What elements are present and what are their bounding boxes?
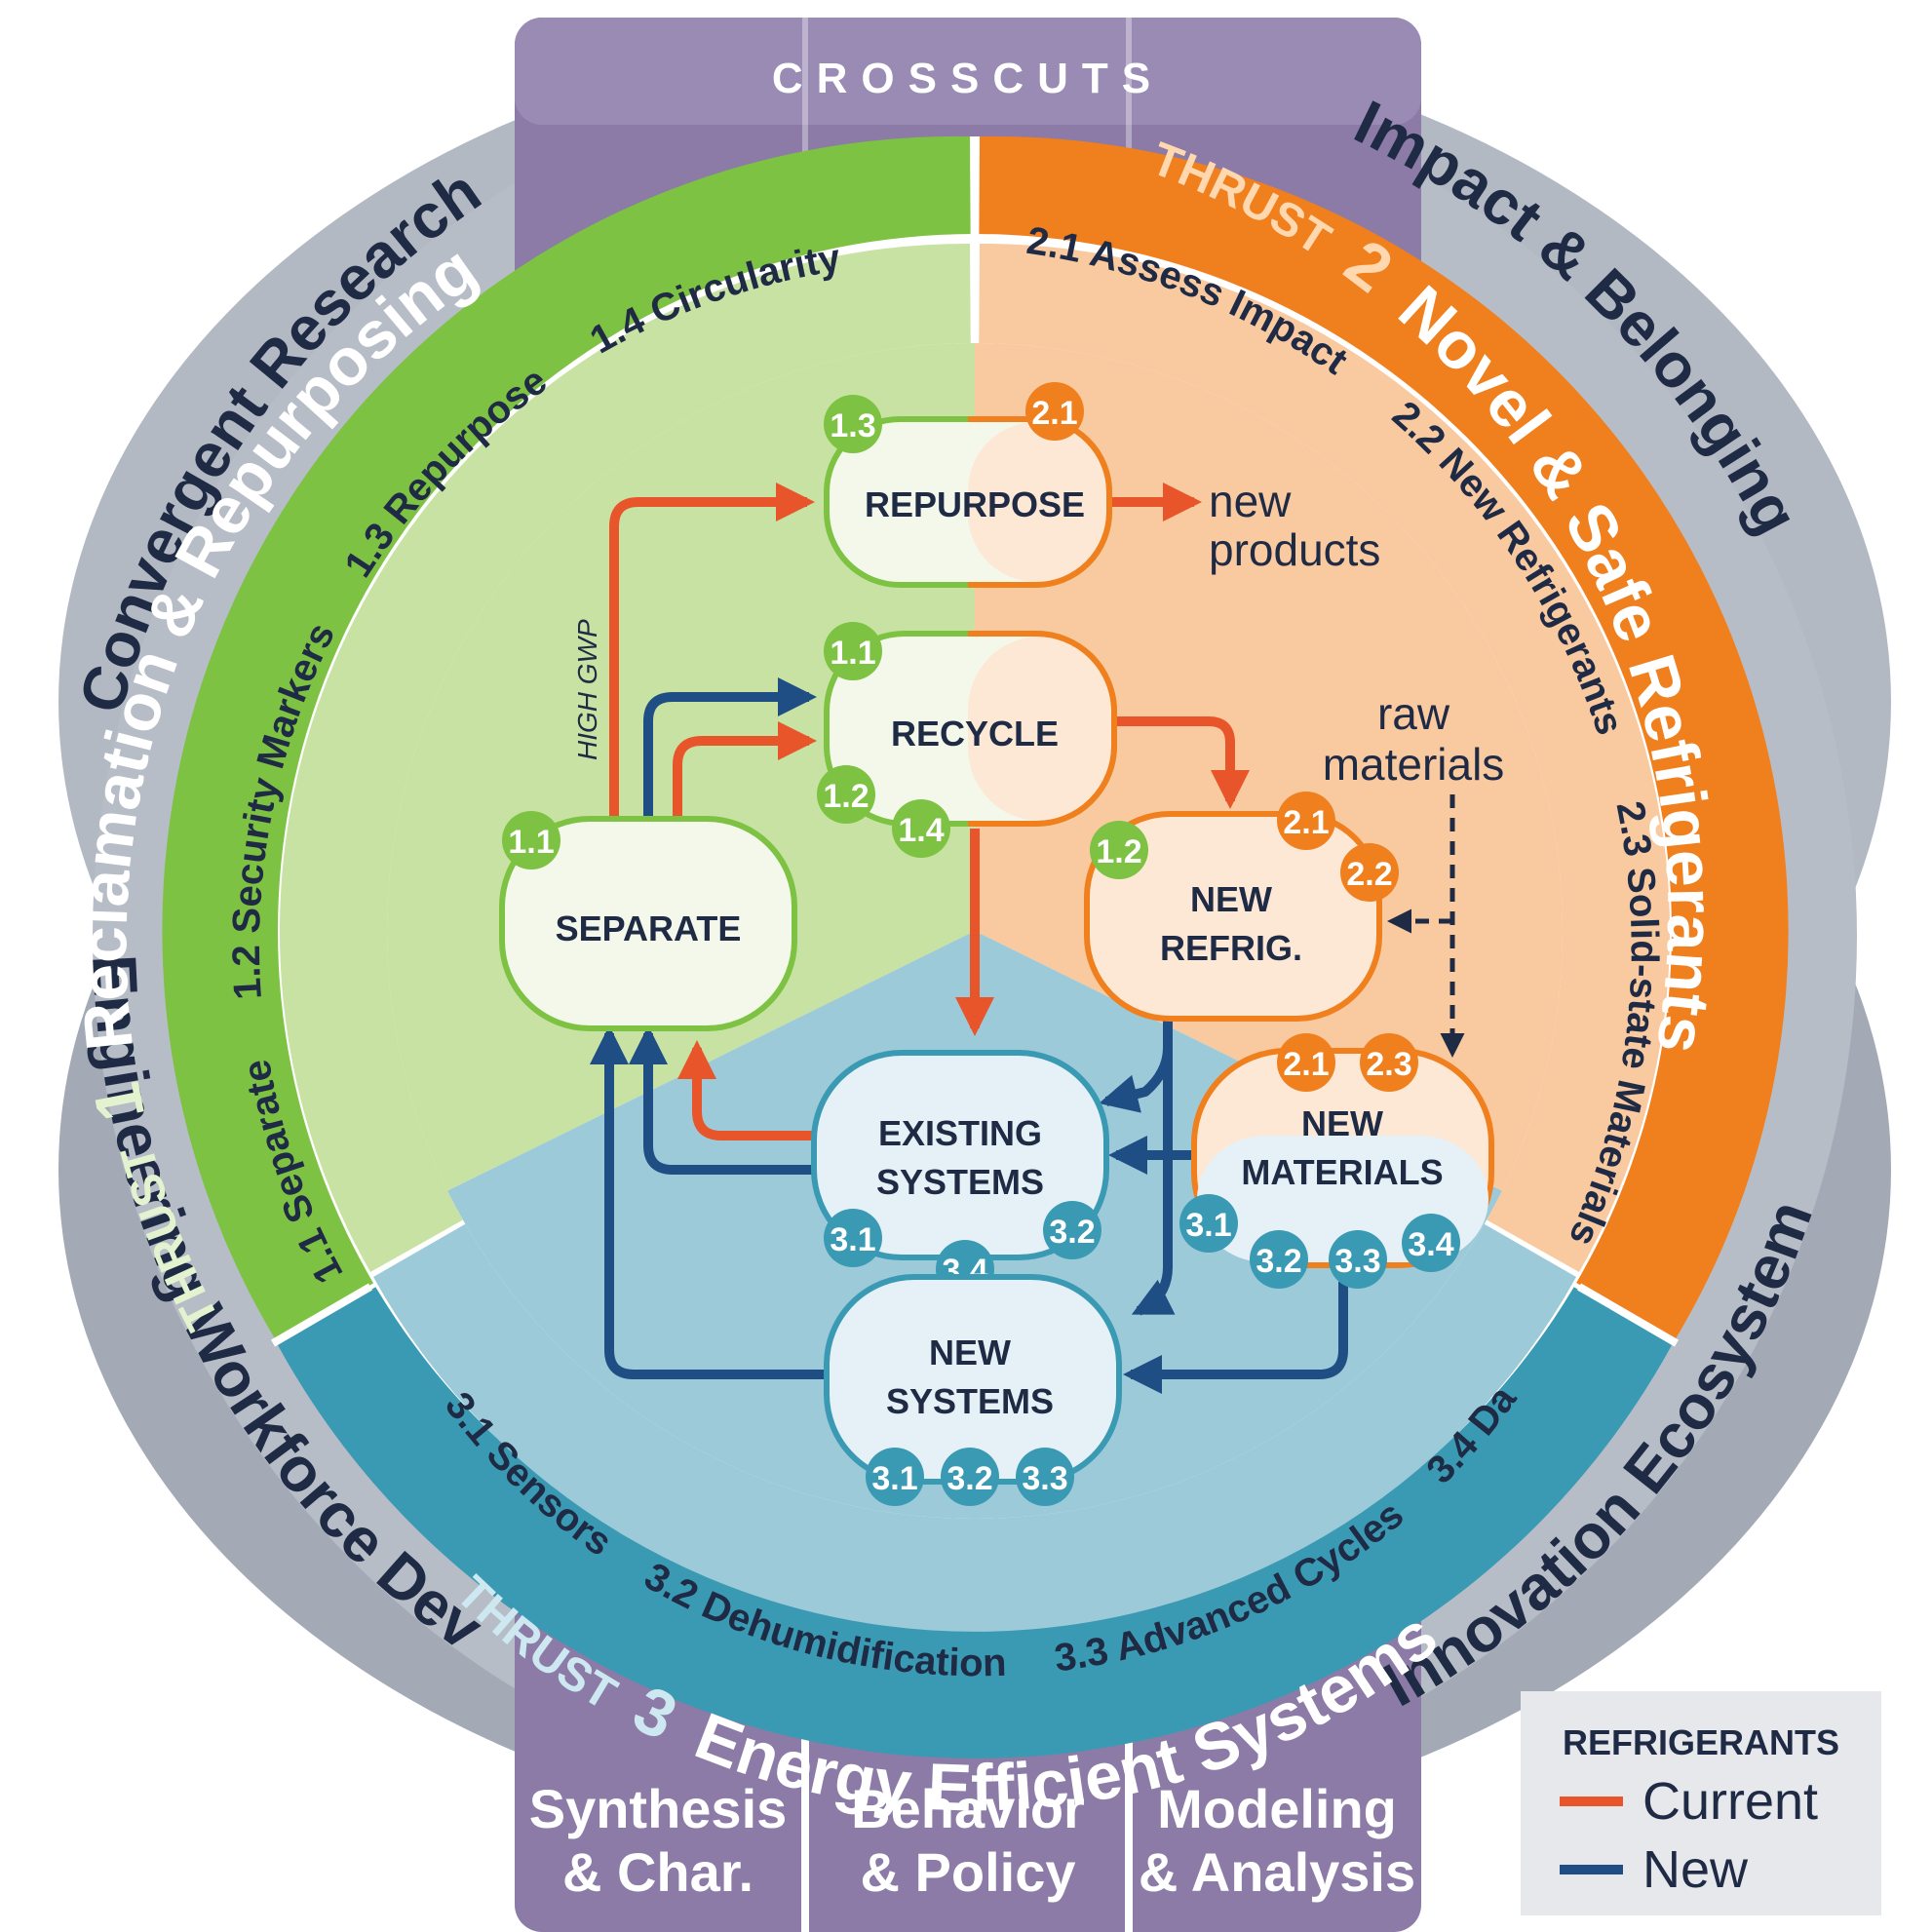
crosscut-behavior-2: & Policy	[861, 1841, 1076, 1903]
svg-text:SEPARATE: SEPARATE	[556, 908, 742, 948]
legend-current-label: Current	[1642, 1772, 1818, 1831]
svg-text:2.1: 2.1	[1283, 1046, 1329, 1083]
arrow-existing-separate-current	[677, 1040, 814, 1140]
svg-text:1.3: 1.3	[830, 407, 875, 444]
node-separate: 1.1 SEPARATE	[499, 811, 797, 1031]
svg-text:3.3: 3.3	[1022, 1460, 1067, 1497]
svg-text:2.1: 2.1	[1031, 395, 1077, 432]
svg-text:3.1: 3.1	[871, 1460, 917, 1497]
crosscut-modeling-1: Modeling	[1157, 1778, 1397, 1839]
new-products-label-1: new	[1209, 476, 1292, 526]
svg-text:SYSTEMS: SYSTEMS	[886, 1381, 1054, 1421]
arrow-separate-repurpose	[609, 483, 815, 819]
svg-text:1.1: 1.1	[508, 824, 554, 861]
crosscut-synthesis-1: Synthesis	[529, 1778, 788, 1839]
svg-text:2.2: 2.2	[1346, 856, 1392, 893]
svg-text:3.3: 3.3	[1334, 1243, 1380, 1280]
svg-text:1.4: 1.4	[898, 812, 944, 849]
svg-text:2.3: 2.3	[1366, 1046, 1411, 1083]
svg-text:NEW: NEW	[1301, 1103, 1383, 1143]
arrow-separate-recycle-new	[643, 677, 817, 819]
svg-text:3.2: 3.2	[1049, 1214, 1095, 1251]
arrow-newsystems-separate	[590, 1025, 824, 1379]
svg-text:1.1: 1.1	[830, 635, 875, 672]
arrow-newrefrig-newsystems	[1131, 1014, 1176, 1316]
flow-arrows	[590, 483, 1465, 1394]
svg-text:EXISTING: EXISTING	[878, 1113, 1042, 1153]
node-recycle: 1.1 1.2 1.4 RECYCLE	[817, 622, 1117, 858]
svg-text:1.2: 1.2	[1096, 833, 1141, 870]
node-repurpose: 1.3 2.1 REPURPOSE	[824, 382, 1112, 588]
raw-materials-label-2: materials	[1323, 739, 1505, 790]
svg-text:NEW: NEW	[1190, 879, 1272, 919]
svg-text:3.2: 3.2	[947, 1460, 992, 1497]
arrow-existing-separate-new	[629, 1025, 814, 1175]
arrow-newmaterials-newsystems	[1123, 1282, 1348, 1394]
arrow-separate-recycle-current	[673, 721, 817, 819]
node-new-materials: 2.1 2.3 3.1 3.2 3.3 3.4 NEW MATERIALS	[1179, 1033, 1494, 1289]
crosscut-labels: Synthesis & Char. Behavior & Policy Mode…	[529, 1778, 1415, 1903]
raw-materials-label-1: raw	[1377, 688, 1450, 739]
crosscut-behavior-1: Behavior	[851, 1778, 1085, 1839]
svg-text:2.1: 2.1	[1283, 804, 1329, 841]
svg-text:MATERIALS: MATERIALS	[1241, 1152, 1443, 1192]
svg-text:1.2: 1.2	[823, 778, 869, 815]
svg-text:REPURPOSE: REPURPOSE	[865, 484, 1085, 524]
svg-text:SYSTEMS: SYSTEMS	[876, 1162, 1044, 1202]
crosscut-synthesis-2: & Char.	[562, 1841, 753, 1903]
svg-text:3.1: 3.1	[1185, 1207, 1231, 1244]
legend-new-label: New	[1642, 1840, 1749, 1899]
node-new-systems: 3.1 3.2 3.3 NEW SYSTEMS	[824, 1274, 1122, 1506]
crosscuts-title: CROSSCUTS	[772, 55, 1164, 102]
svg-text:3.4: 3.4	[1408, 1226, 1453, 1263]
arrow-recycle-newrefrig	[1116, 716, 1250, 809]
legend-title: REFRIGERANTS	[1563, 1722, 1839, 1762]
legend: REFRIGERANTS Current New	[1521, 1691, 1881, 1915]
high-gwp-label: HIGH GWP	[572, 619, 602, 760]
svg-text:RECYCLE: RECYCLE	[891, 714, 1059, 753]
node-new-refrig: 1.2 2.1 2.2 NEW REFRIG.	[1084, 792, 1399, 1022]
new-products-label-2: products	[1209, 524, 1380, 575]
svg-text:3.1: 3.1	[830, 1221, 875, 1258]
svg-text:NEW: NEW	[929, 1333, 1011, 1372]
svg-text:3.2: 3.2	[1256, 1243, 1301, 1280]
crosscut-modeling-2: & Analysis	[1139, 1841, 1415, 1903]
svg-text:REFRIG.: REFRIG.	[1160, 928, 1302, 968]
